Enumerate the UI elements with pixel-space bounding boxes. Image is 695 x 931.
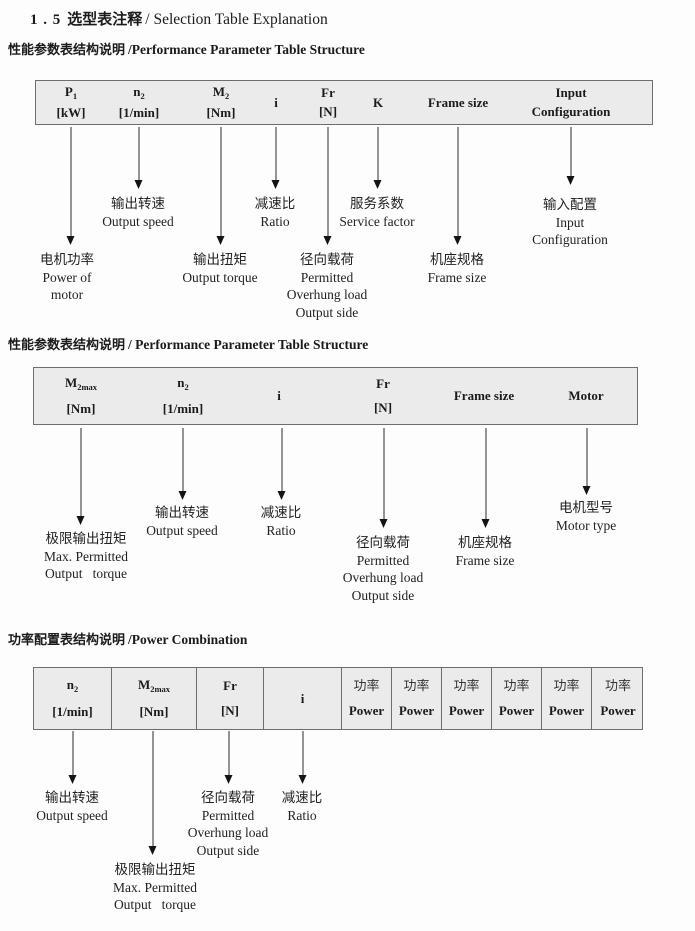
s3-arrow-n2 <box>68 731 77 784</box>
col-header-m2max: M2max [Nm] <box>64 375 98 416</box>
s1-arrow-m2 <box>216 127 225 245</box>
col-header-input-configuration: Input Configuration <box>531 85 611 119</box>
col-header-p1: P1 [kW] <box>56 83 86 121</box>
col-header-power-2: 功率 Power <box>392 668 442 729</box>
section-3-heading-zh: 功率配置表结构说明 <box>8 632 126 647</box>
s1-arrow-n2 <box>134 127 143 189</box>
section-2-heading-en: / Performance Parameter Table Structure <box>128 337 369 352</box>
col-header-n2: n2 [1/min] <box>118 83 160 121</box>
section-3-heading-en: /Power Combination <box>128 632 248 647</box>
col-header-k: K <box>372 94 384 110</box>
section-1-heading-en: /Performance Parameter Table Structure <box>128 42 365 57</box>
s1-arrow-i <box>271 127 280 189</box>
s3-arrow-i <box>298 731 307 784</box>
col-header-i: i <box>274 94 278 110</box>
s3-arrow-fr <box>224 731 233 784</box>
col-header-n2: n2 [1/min] <box>162 375 204 416</box>
col-header-fr: Fr [N] <box>197 668 264 729</box>
col-header-power-3: 功率 Power <box>442 668 492 729</box>
col-header-frame-size: Frame size <box>427 94 489 110</box>
col-header-motor: Motor <box>568 388 604 403</box>
section-2-heading-zh: 性能参数表结构说明 <box>8 337 126 352</box>
performance-table-1: P1 [kW] n2 [1/min] M2 [Nm] i Fr [N] K Fr… <box>35 80 653 125</box>
section-2-heading: 性能参数表结构说明/ Performance Parameter Table S… <box>8 334 368 354</box>
s1-arrow-fr <box>323 127 332 245</box>
col-header-power-6: 功率 Power <box>600 678 636 718</box>
col-header-m2max: M2max [Nm] <box>112 668 197 729</box>
s2-arrow-fr <box>379 428 388 528</box>
section-1-heading: 性能参数表结构说明/Performance Parameter Table St… <box>8 39 365 59</box>
s3-arrow-m2max <box>148 731 157 855</box>
col-header-power-4: 功率 Power <box>492 668 542 729</box>
page-title-en: / Selection Table Explanation <box>145 11 328 28</box>
s1-arrow-input-configuration <box>566 127 575 185</box>
col-header-power-1: 功率 Power <box>342 668 392 729</box>
s2-arrow-frame-size <box>481 428 490 528</box>
section-1-heading-zh: 性能参数表结构说明 <box>8 42 126 57</box>
power-combination-table: n2 [1/min] M2max [Nm] Fr [N] i 功率 Power … <box>33 667 643 730</box>
s2-arrow-motor <box>582 428 591 495</box>
col-header-power-5: 功率 Power <box>542 668 592 729</box>
col-header-i: i <box>264 668 342 729</box>
col-header-fr: Fr [N] <box>318 85 338 119</box>
col-header-n2: n2 [1/min] <box>34 668 112 729</box>
s2-arrow-i <box>277 428 286 500</box>
s2-arrow-m2max <box>76 428 85 525</box>
s2-arrow-n2 <box>178 428 187 500</box>
performance-table-2: M2max [Nm] n2 [1/min] i Fr [N] Frame siz… <box>33 367 638 425</box>
s1-arrow-p1 <box>66 127 75 245</box>
s1-arrow-k <box>373 127 382 189</box>
col-header-frame-size: Frame size <box>453 388 515 403</box>
col-header-m2: M2 [Nm] <box>206 83 236 121</box>
s1-arrow-frame-size <box>453 127 462 245</box>
section-3-heading: 功率配置表结构说明/Power Combination <box>8 629 247 649</box>
col-header-fr: Fr [N] <box>373 376 393 415</box>
page-title-zh: 选型表注释 <box>67 11 143 28</box>
section-number: 1 . 5 <box>30 12 62 28</box>
col-header-i: i <box>277 388 281 403</box>
page-title: 1 . 5 选型表注释/ Selection Table Explanation <box>30 8 328 29</box>
